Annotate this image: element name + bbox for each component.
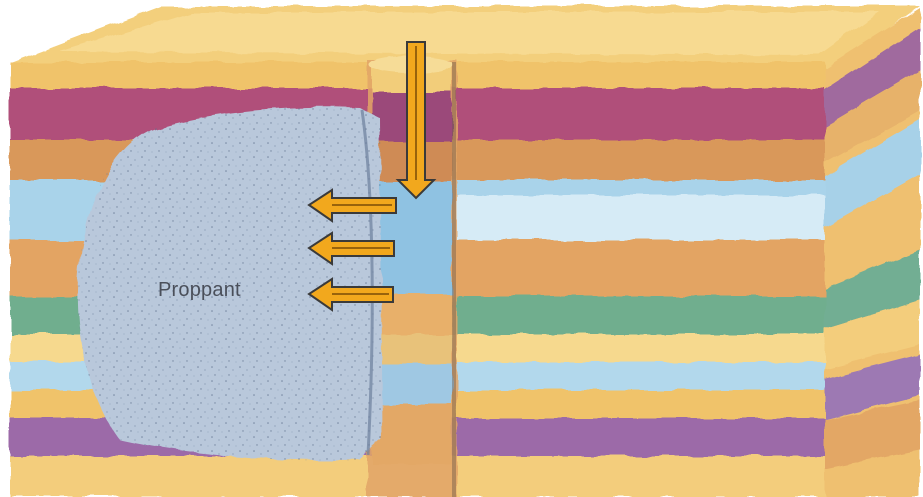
wellbore-edge [452,62,456,497]
block-right-face [822,8,920,497]
block-top-face [12,6,920,70]
proppant-label: Proppant [158,279,241,302]
